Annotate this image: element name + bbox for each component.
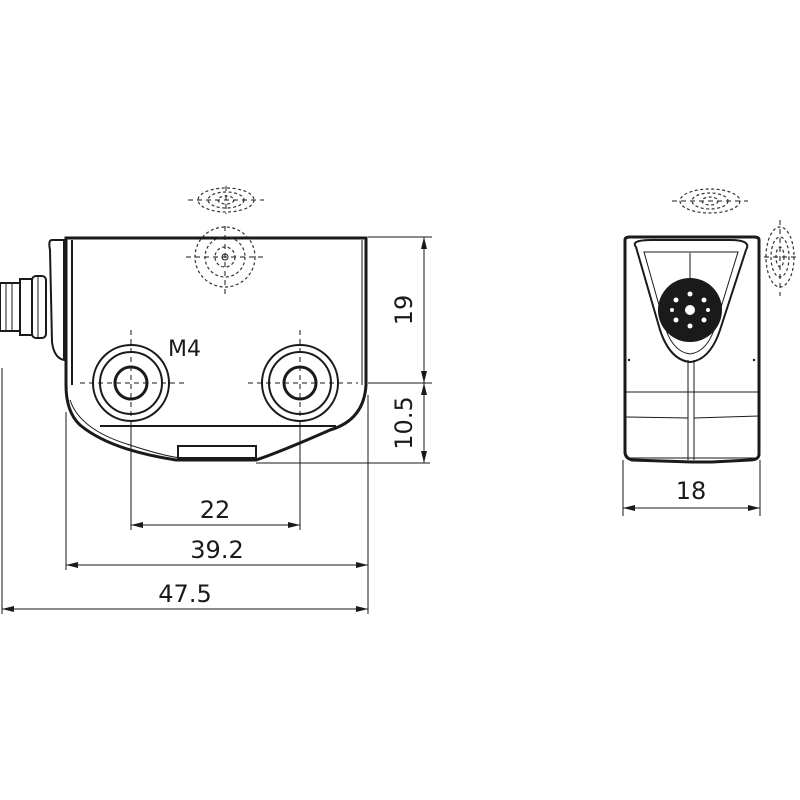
dim-height-lower: 10.5: [390, 396, 418, 449]
side-view: 18: [622, 188, 796, 516]
thread-label: M4: [168, 337, 201, 362]
side-width-dimension: 18: [622, 460, 761, 516]
dim-hole-spacing: 22: [200, 496, 231, 524]
height-dimensions: 19 10.5: [368, 236, 432, 463]
sensing-target-symbol-face: [186, 226, 264, 296]
mounting-hole-right: [248, 330, 358, 440]
dim-overall-width: 47.5: [158, 580, 211, 608]
side-window: [633, 239, 749, 364]
sensing-target-symbol-top: [188, 186, 264, 214]
front-view: M4 19 10.5 22 39.2 47.5: [0, 186, 432, 614]
connector-plug: [0, 275, 47, 339]
housing-outline: [64, 236, 368, 462]
dim-height-upper: 19: [390, 295, 418, 326]
bottom-tab: [177, 445, 257, 459]
sensing-target-symbol-side-face: [764, 220, 796, 296]
width-dimensions: 22 39.2 47.5: [1, 368, 369, 614]
dim-body-width: 39.2: [190, 536, 243, 564]
connector-flange: [48, 239, 65, 362]
sensing-target-symbol-side-top: [672, 188, 748, 214]
dim-side-width: 18: [676, 477, 707, 505]
